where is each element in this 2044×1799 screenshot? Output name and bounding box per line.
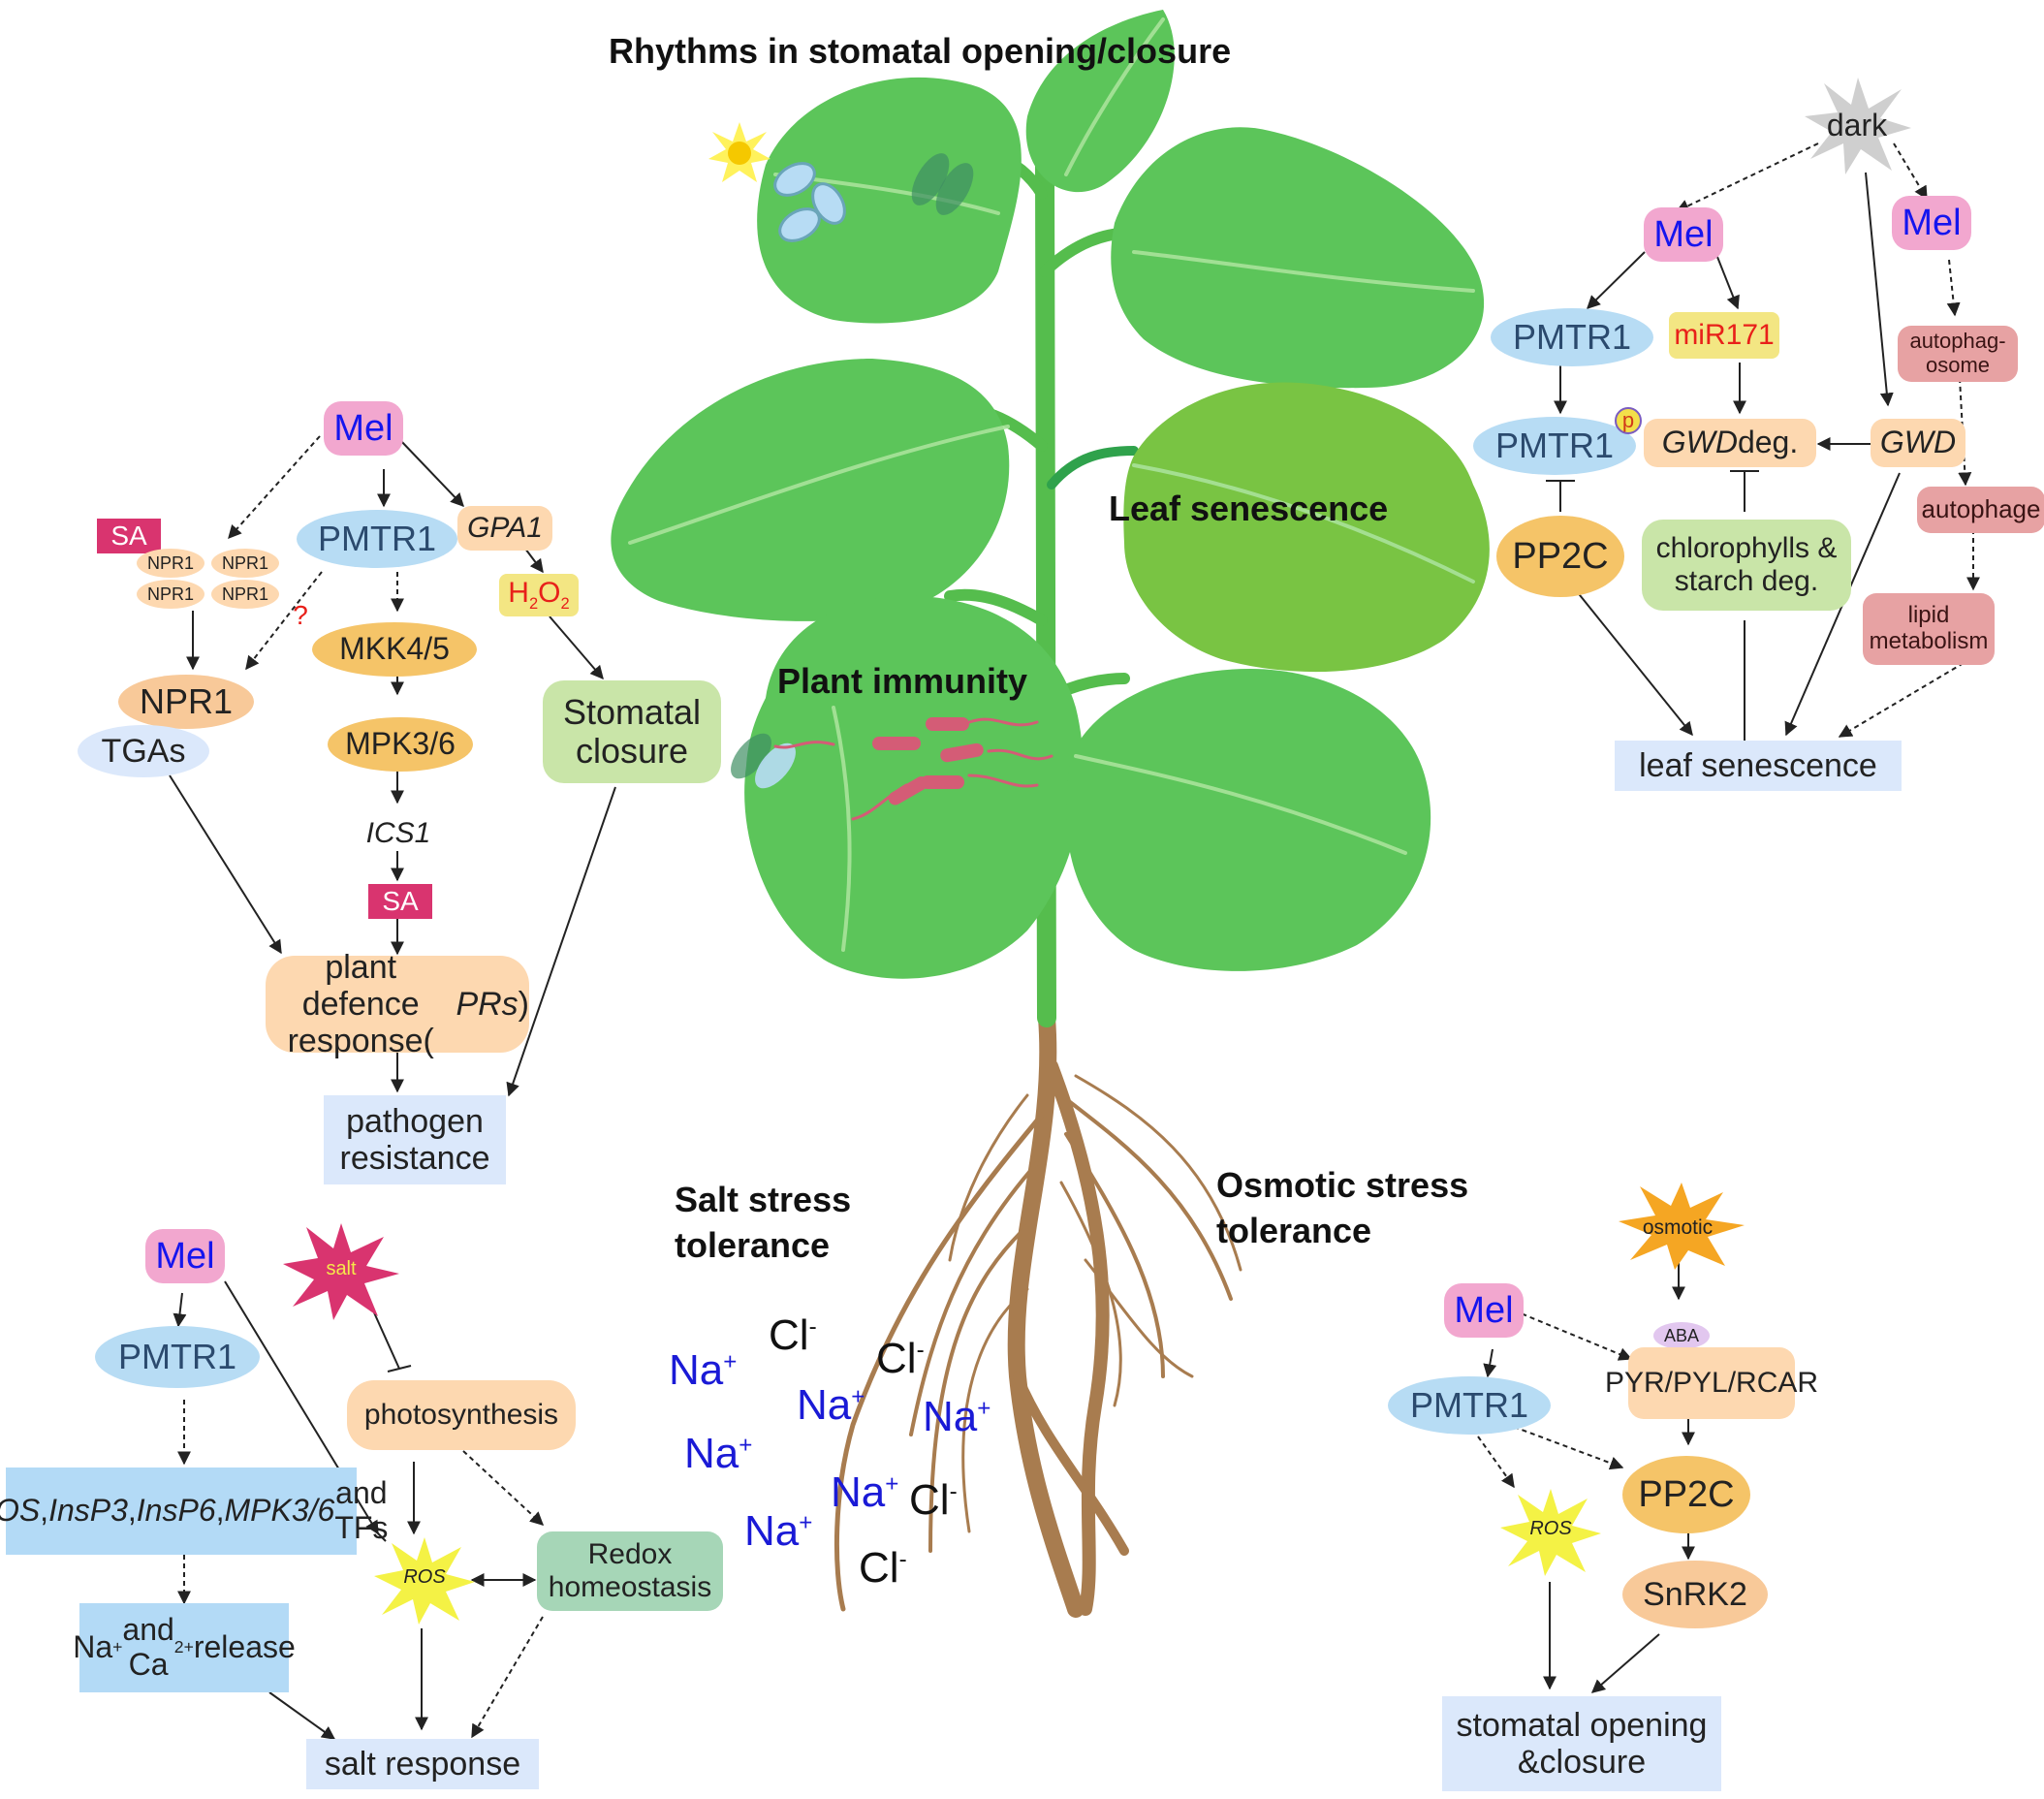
autophage-node: autophage <box>1917 487 2044 533</box>
pathogen-resistance-node: pathogen resistance <box>324 1095 506 1184</box>
leaf-top-left <box>757 77 1022 324</box>
osmotic-star-icon <box>1619 1183 1745 1270</box>
bacteria <box>773 717 1053 821</box>
ros-label-salt: ROS <box>403 1565 446 1588</box>
snrk2-node: SnRK2 <box>1622 1561 1768 1628</box>
root-system <box>833 1009 1242 1618</box>
mel-node-osmotic: Mel <box>1444 1283 1524 1338</box>
lipid-metabolism-node: lipid metabolism <box>1863 593 1995 665</box>
sodium-ion-3: Na+ <box>923 1393 991 1440</box>
salt-star-icon <box>283 1223 399 1320</box>
gwd-deg-node: GWD deg. <box>1644 419 1816 467</box>
salt-label: salt <box>326 1257 357 1279</box>
leaf-senescence <box>1123 382 1490 673</box>
redox-homeostasis-node: Redox homeostasis <box>537 1531 723 1611</box>
leaf-mid-left <box>611 359 1010 621</box>
gpa1-node: GPA1 <box>457 506 552 551</box>
ros-star-icon-salt <box>374 1537 475 1625</box>
tgas-node: TGAs <box>78 725 209 777</box>
mel-node-immunity: Mel <box>324 401 403 456</box>
pmtr1-node-immunity: PMTR1 <box>297 510 457 568</box>
chloride-ion-4: Cl- <box>859 1544 907 1592</box>
pmtr1-node-salt: PMTR1 <box>95 1326 260 1388</box>
salt-response-node: salt response <box>306 1739 539 1789</box>
sun-icon <box>708 122 770 182</box>
sodium-ion-1: Na+ <box>669 1346 738 1394</box>
autophagosome-node: autophag-osome <box>1898 326 2018 382</box>
leaves <box>611 10 1490 979</box>
mel-node-senescence-left: Mel <box>1644 207 1723 262</box>
gwd-node: GWD <box>1871 419 1965 467</box>
chlorophylls-node: chlorophylls & starch deg. <box>1642 520 1851 611</box>
npr1-small-2: NPR1 <box>211 549 279 578</box>
pmtr1-node-senescence: PMTR1 <box>1491 308 1653 366</box>
mir171-node: miR171 <box>1669 312 1779 359</box>
sodium-ion-4: Na+ <box>684 1430 753 1477</box>
salt-genes-node: SOS, InsP3, InsP6, MPK3/6 and TFs <box>0 1468 388 1555</box>
mkk45-node: MKK4/5 <box>312 622 477 677</box>
npr1-small-3: NPR1 <box>137 580 204 609</box>
stomata-open <box>773 162 846 242</box>
npr1-small-4: NPR1 <box>211 580 279 609</box>
ros-label-osmotic: ROS <box>1529 1517 1572 1539</box>
stomata-immunity <box>731 733 796 789</box>
pp2c-node-senescence: PP2C <box>1496 516 1624 597</box>
leaf-top-right <box>1111 127 1485 389</box>
phosphate-icon: p <box>1615 407 1642 434</box>
mel-node-senescence-right: Mel <box>1892 196 1971 250</box>
dark-star-icon <box>1805 78 1911 174</box>
heading-salt-stress: Salt stress tolerance <box>675 1180 852 1265</box>
pmtr1-phospho-node: PMTR1 <box>1473 417 1636 475</box>
leaf-senescence-node: leaf senescence <box>1615 741 1902 791</box>
heading-plant-immunity: Plant immunity <box>777 661 1028 701</box>
dark-label: dark <box>1826 108 1888 143</box>
heading-stomatal-rhythm: Rhythms in stomatal opening/closure <box>609 31 1232 71</box>
npr1-node: NPR1 <box>118 675 254 729</box>
question-mark: ? <box>293 600 308 631</box>
osmotic-label: osmotic <box>1642 1216 1714 1240</box>
sodium-ion-5: Na+ <box>831 1468 899 1516</box>
sa-node: SA <box>368 884 432 919</box>
npr1-small-1: NPR1 <box>137 549 204 578</box>
stomata-closed <box>911 153 974 215</box>
ros-star-icon-osmotic <box>1500 1489 1601 1576</box>
aba-node: ABA <box>1653 1322 1710 1349</box>
photosynthesis-node: photosynthesis <box>347 1380 576 1450</box>
h2o2-node: H2O2 <box>499 574 579 616</box>
chloride-ion-3: Cl- <box>909 1476 958 1524</box>
stomatal-closure-node: Stomatal closure <box>543 680 721 783</box>
h2o2-text: H2O2 <box>508 577 570 614</box>
stomatal-opening-node: stomatal opening &closure <box>1442 1696 1721 1791</box>
mel-node-salt: Mel <box>145 1229 225 1283</box>
heading-osmotic-stress: Osmotic stress tolerance <box>1216 1165 1469 1250</box>
pmtr1-node-osmotic: PMTR1 <box>1388 1376 1551 1435</box>
heading-leaf-senescence: Leaf senescence <box>1109 489 1389 528</box>
sodium-ion-2: Na+ <box>797 1381 865 1429</box>
mpk36-node: MPK3/6 <box>328 717 473 772</box>
leaf-lower-right <box>1066 669 1431 971</box>
sodium-ion-6: Na+ <box>744 1507 813 1555</box>
sa-node-top: SA <box>97 519 161 553</box>
ics1-node: ICS1 <box>365 817 431 850</box>
plant-defence-node: plant defence response(PRs) <box>266 949 529 1059</box>
pp2c-node-osmotic: PP2C <box>1622 1456 1750 1533</box>
chloride-ion-2: Cl- <box>876 1335 925 1382</box>
chloride-ion-1: Cl- <box>769 1311 817 1359</box>
pyr-pyl-rcar-node: PYR/PYL/RCAR <box>1605 1347 1818 1419</box>
